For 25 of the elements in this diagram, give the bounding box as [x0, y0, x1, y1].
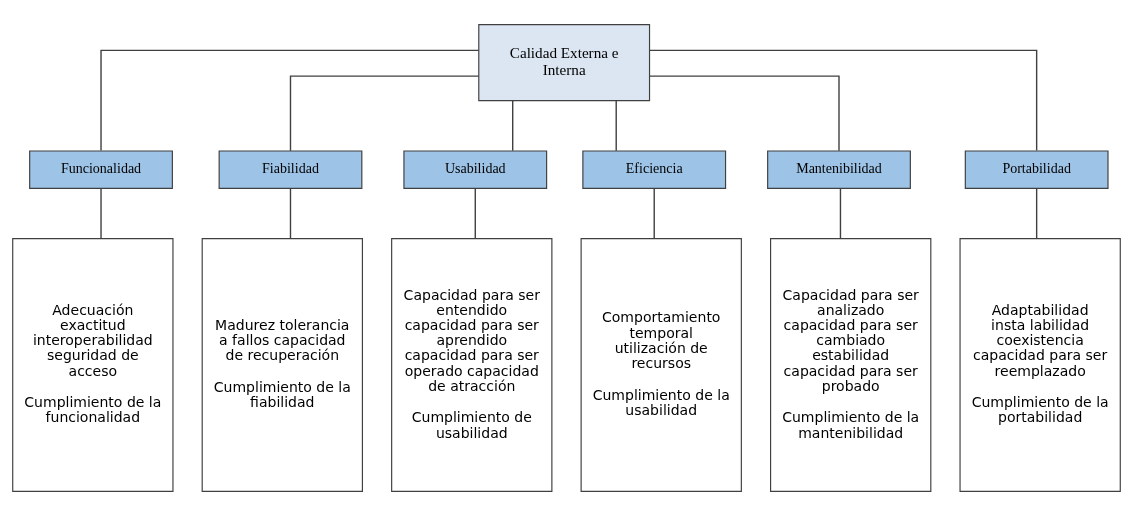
node-box: Adecuación exactitud interoperabilidad seguridad de acceso Cumplimiento de la funcionalidad	[12, 238, 174, 492]
node-box: Capacidad para ser analizado capacidad para ser cambiado estabilidad capacidad para ser probado Cumplimiento de la mantenibilidad	[770, 238, 932, 492]
node-box: Madurez tolerancia a fallos capacidad de recuperación Cumplimiento de la fiabilidad	[201, 238, 363, 492]
connector	[289, 75, 480, 152]
node-box: Usabilidad	[403, 150, 548, 189]
connector	[289, 187, 292, 240]
connector	[474, 187, 476, 240]
connector	[100, 187, 102, 240]
connector	[839, 187, 842, 240]
node-box: Calidad Externa e Interna	[478, 24, 651, 102]
connector	[649, 49, 1038, 152]
node-box: Funcionalidad	[29, 150, 173, 189]
node-box: Mantenibilidad	[767, 150, 911, 189]
connector	[512, 100, 514, 152]
connector	[100, 49, 480, 152]
node-box: Eficiencia	[582, 150, 727, 189]
node-box: Comportamiento temporal utilización de recursos Cumplimiento de la usabilidad	[580, 238, 742, 492]
node-box: Adaptabilidad insta labilidad coexistencia capacidad para ser reemplazado Cumplimiento de la portabilidad	[959, 238, 1121, 492]
node-box: Capacidad para ser entendido capacidad para ser aprendido capacidad para ser operado capacidad de atracción Cumplimiento de usabilidad	[391, 238, 553, 492]
connector	[1035, 187, 1038, 240]
connector	[653, 187, 655, 240]
node-box: Portabilidad	[964, 150, 1109, 189]
node-box: Fiabilidad	[218, 150, 363, 189]
connector	[648, 75, 840, 152]
connector	[615, 100, 617, 152]
